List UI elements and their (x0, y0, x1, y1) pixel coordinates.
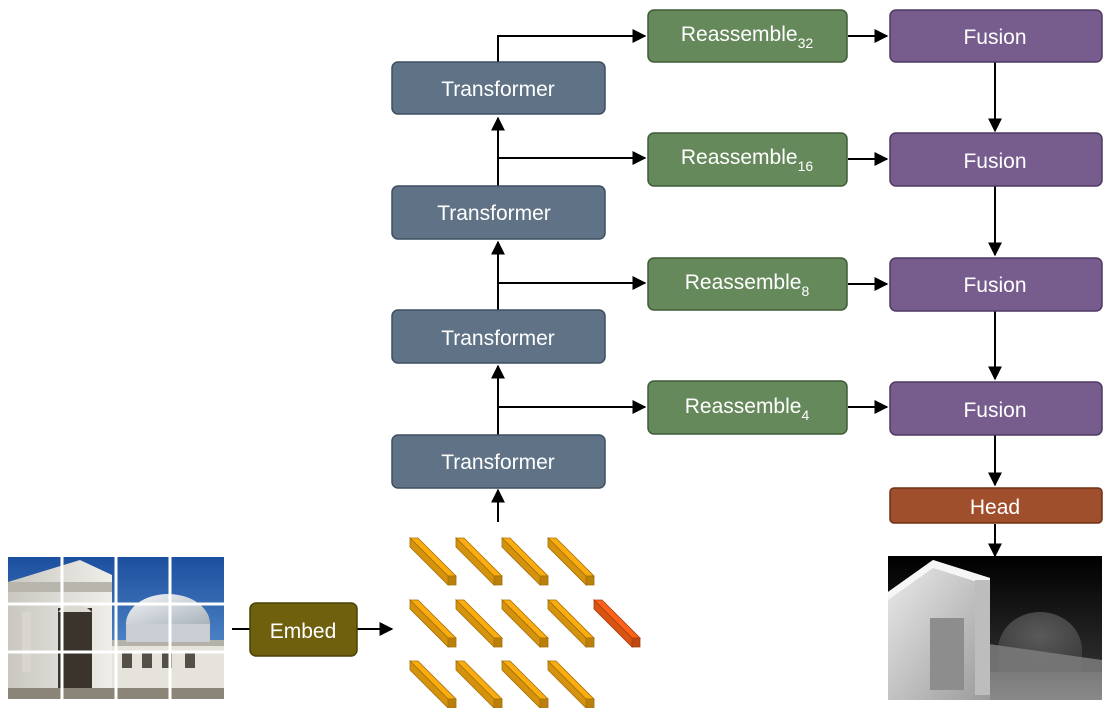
svg-text:Reassemble16: Reassemble16 (681, 146, 814, 174)
transformer-stack: Transformer Transformer Transformer Tran… (391, 61, 606, 489)
token (455, 537, 503, 586)
token (455, 599, 503, 648)
token (501, 599, 549, 648)
transformer-label: Transformer (441, 78, 555, 101)
token-grid (409, 537, 641, 708)
token (547, 660, 595, 708)
fusion-column: Fusion Fusion Fusion Fusion (889, 9, 1103, 436)
reassemble-32-block: Reassemble32 (647, 9, 848, 63)
fusion-label: Fusion (963, 150, 1026, 173)
fusion-label: Fusion (963, 399, 1026, 422)
depth-map-icon (888, 556, 1102, 700)
transformer-label: Transformer (441, 451, 555, 474)
connectors (232, 29, 1002, 636)
transformer-label: Transformer (441, 327, 555, 350)
svg-text:Reassemble32: Reassemble32 (681, 23, 814, 51)
reassemble-16-block: Reassemble16 (647, 132, 848, 187)
transformer-label: Transformer (437, 202, 551, 225)
fusion-block-1: Fusion (889, 9, 1103, 63)
reassemble-label: Reassemble (685, 271, 802, 294)
svg-text:Reassemble8: Reassemble8 (685, 271, 810, 299)
token (501, 537, 549, 586)
reassemble-8-block: Reassemble8 (647, 257, 848, 311)
token (547, 599, 595, 648)
reassemble-subscript: 8 (801, 283, 809, 299)
fusion-label: Fusion (963, 26, 1026, 49)
reassemble-label: Reassemble (685, 395, 802, 418)
svg-text:Reassemble4: Reassemble4 (685, 395, 810, 423)
transformer-block-4: Transformer (391, 434, 606, 489)
transformer-block-3: Transformer (391, 309, 606, 364)
reassemble-label: Reassemble (681, 146, 798, 169)
reassemble-subscript: 16 (798, 158, 814, 174)
input-photo-icon (8, 557, 224, 699)
embed-block: Embed (249, 602, 358, 657)
token (409, 660, 457, 708)
reassemble-subscript: 32 (798, 35, 814, 51)
reassemble-label: Reassemble (681, 23, 798, 46)
arrow-transformer1-reassemble32 (497, 29, 647, 62)
readout-token (593, 599, 641, 648)
embed-label: Embed (270, 620, 337, 643)
token (547, 537, 595, 586)
transformer-block-1: Transformer (391, 61, 606, 115)
fusion-block-3: Fusion (889, 257, 1103, 312)
token (409, 599, 457, 648)
head-block: Head (889, 487, 1103, 524)
reassemble-subscript: 4 (801, 407, 809, 423)
token (501, 660, 549, 708)
token (455, 660, 503, 708)
reassemble-4-block: Reassemble4 (647, 380, 848, 435)
token (409, 537, 457, 586)
fusion-block-4: Fusion (889, 381, 1103, 436)
fusion-block-2: Fusion (889, 132, 1103, 187)
fusion-label: Fusion (963, 274, 1026, 297)
reassemble-column: Reassemble32 Reassemble16 Reassemble8 Re… (647, 9, 848, 435)
transformer-block-2: Transformer (391, 185, 606, 240)
head-label: Head (970, 496, 1020, 519)
